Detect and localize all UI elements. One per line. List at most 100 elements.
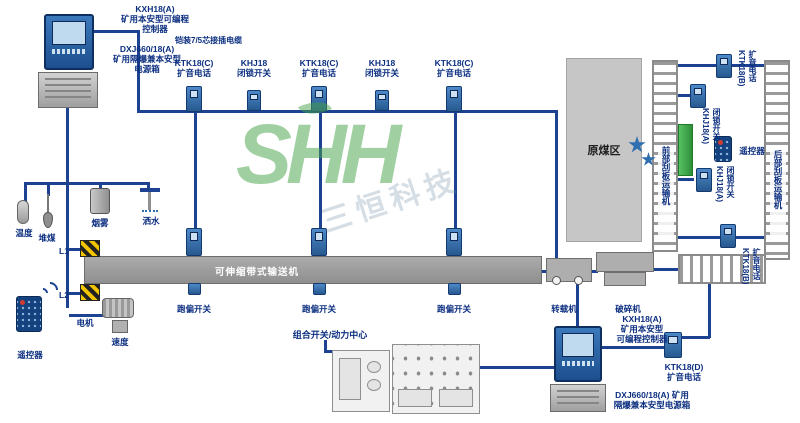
water-spray-icon [140, 188, 160, 192]
deviation-switch-label: 跑偏开关 [301, 304, 336, 314]
device-screen [250, 94, 258, 101]
phone-label: KTK18(C) 扩音电话 [299, 58, 339, 79]
wire [682, 336, 710, 339]
device-screen [668, 336, 678, 345]
deviation-switch-label: 跑偏开关 [436, 304, 471, 314]
wire [678, 64, 716, 67]
transfer-wheel [552, 276, 561, 285]
flameproof-cabinet-icon [332, 350, 390, 412]
device-screen [314, 90, 324, 99]
power-center-label: 组合开关/动力中心 [292, 330, 368, 340]
loudspeaker-phone-device [446, 86, 462, 112]
remote-control-device [16, 296, 42, 332]
phone-label-vertical: KTK18(B) 扩音电话 [737, 50, 757, 87]
cabinet-gauge [367, 361, 381, 373]
wire [540, 270, 548, 273]
signal-coupler-device [678, 124, 693, 176]
device-screen [378, 94, 386, 101]
crusher-base [604, 272, 646, 286]
belt-phone-station [311, 228, 327, 256]
cable-label: 铠装7/5芯接插电缆 [175, 36, 243, 45]
transfer-machine-label: 转载机 [551, 304, 577, 314]
lock-switch-device [690, 84, 706, 108]
loudspeaker-phone-device [186, 86, 202, 112]
motor-label: 电机 [76, 318, 94, 328]
power-box-slots [557, 390, 599, 406]
conveyor-label: 可伸缩带式输送机 [215, 267, 300, 278]
pull-cord-switch-icon [80, 284, 100, 301]
programmable-controller-device [44, 14, 94, 70]
wire [454, 112, 457, 232]
deviation-switch-label: 跑偏开关 [176, 304, 211, 314]
spray-label: 洒水 [142, 216, 160, 226]
phone-label: KTK18(D) 扩音电话 [664, 362, 704, 383]
wire [592, 270, 598, 273]
device-screen [699, 172, 709, 180]
lock-switch-device [247, 90, 261, 111]
wire [602, 346, 664, 349]
belt-conveyor: 可伸缩带式输送机 [84, 256, 542, 284]
cabinet-panel [439, 389, 473, 407]
wire [654, 268, 680, 271]
transfer-wheel [574, 276, 583, 285]
wire [47, 182, 50, 196]
remote-label: 遥控器 [739, 146, 765, 156]
cabinet-gauge [367, 379, 381, 391]
lock-switch-label-vertical: KHJ18(A) 闭锁开关 [701, 108, 721, 145]
remote-label: 遥控器 [17, 350, 43, 360]
phone-label-vertical: KTK18(B) 扩音电话 [741, 248, 761, 285]
wire [147, 182, 150, 190]
wire [94, 30, 140, 33]
loudspeaker-phone-device [716, 54, 732, 78]
wire [99, 182, 102, 190]
wire [678, 94, 690, 97]
cabinet-panel [398, 389, 432, 407]
wire [732, 64, 764, 67]
coal-pile-sensor-cord [47, 194, 49, 214]
remote-power-led [20, 300, 25, 305]
device-screen [719, 58, 729, 66]
l2-label: L2 [59, 290, 69, 300]
wire [708, 282, 711, 338]
controller-keys [561, 360, 595, 366]
power-box-label: DXJ660/18(A) 矿用 隔爆兼本安型电源箱 [613, 390, 691, 411]
wire [137, 30, 140, 113]
lock-switch-device [375, 90, 389, 111]
phone-label: KTK18(C) 扩音电话 [174, 58, 214, 79]
power-box-device [550, 384, 606, 412]
scraper-cross-conveyor-icon [678, 254, 766, 284]
raw-coal-area: 原煤区 [566, 58, 642, 242]
wire [736, 236, 764, 239]
l1-label: L1 [59, 246, 69, 256]
loudspeaker-phone-device [720, 224, 736, 248]
programmable-controller-device [554, 326, 602, 382]
coal-pile-sensor-icon [43, 212, 53, 228]
loudspeaker-phone-device [311, 86, 327, 112]
wire [66, 106, 69, 308]
speed-label: 速度 [111, 337, 129, 347]
remote-control-device [714, 136, 732, 162]
wire [678, 178, 694, 181]
wire [69, 292, 81, 295]
controller-screen [561, 333, 595, 357]
smoke-label: 烟雾 [91, 218, 109, 228]
power-box-device [38, 72, 98, 108]
wire [324, 350, 334, 353]
device-screen [449, 90, 459, 99]
water-spray-droplets [142, 204, 158, 212]
lock-switch-label-vertical: KHJ18(A) 闭锁开关 [715, 166, 735, 203]
wire [576, 284, 579, 328]
combination-switchgear-icon [392, 344, 480, 414]
wire [24, 182, 27, 202]
belt-phone-station [446, 228, 462, 256]
temperature-label: 温度 [15, 228, 33, 238]
deviation-switch-device [448, 283, 461, 295]
device-screen [189, 232, 199, 241]
phone-label: KTK18(C) 扩音电话 [434, 58, 474, 79]
wire [194, 112, 197, 232]
smoke-sensor-icon [90, 188, 110, 214]
wire [324, 340, 327, 352]
device-screen [723, 228, 733, 236]
device-screen [449, 232, 459, 241]
